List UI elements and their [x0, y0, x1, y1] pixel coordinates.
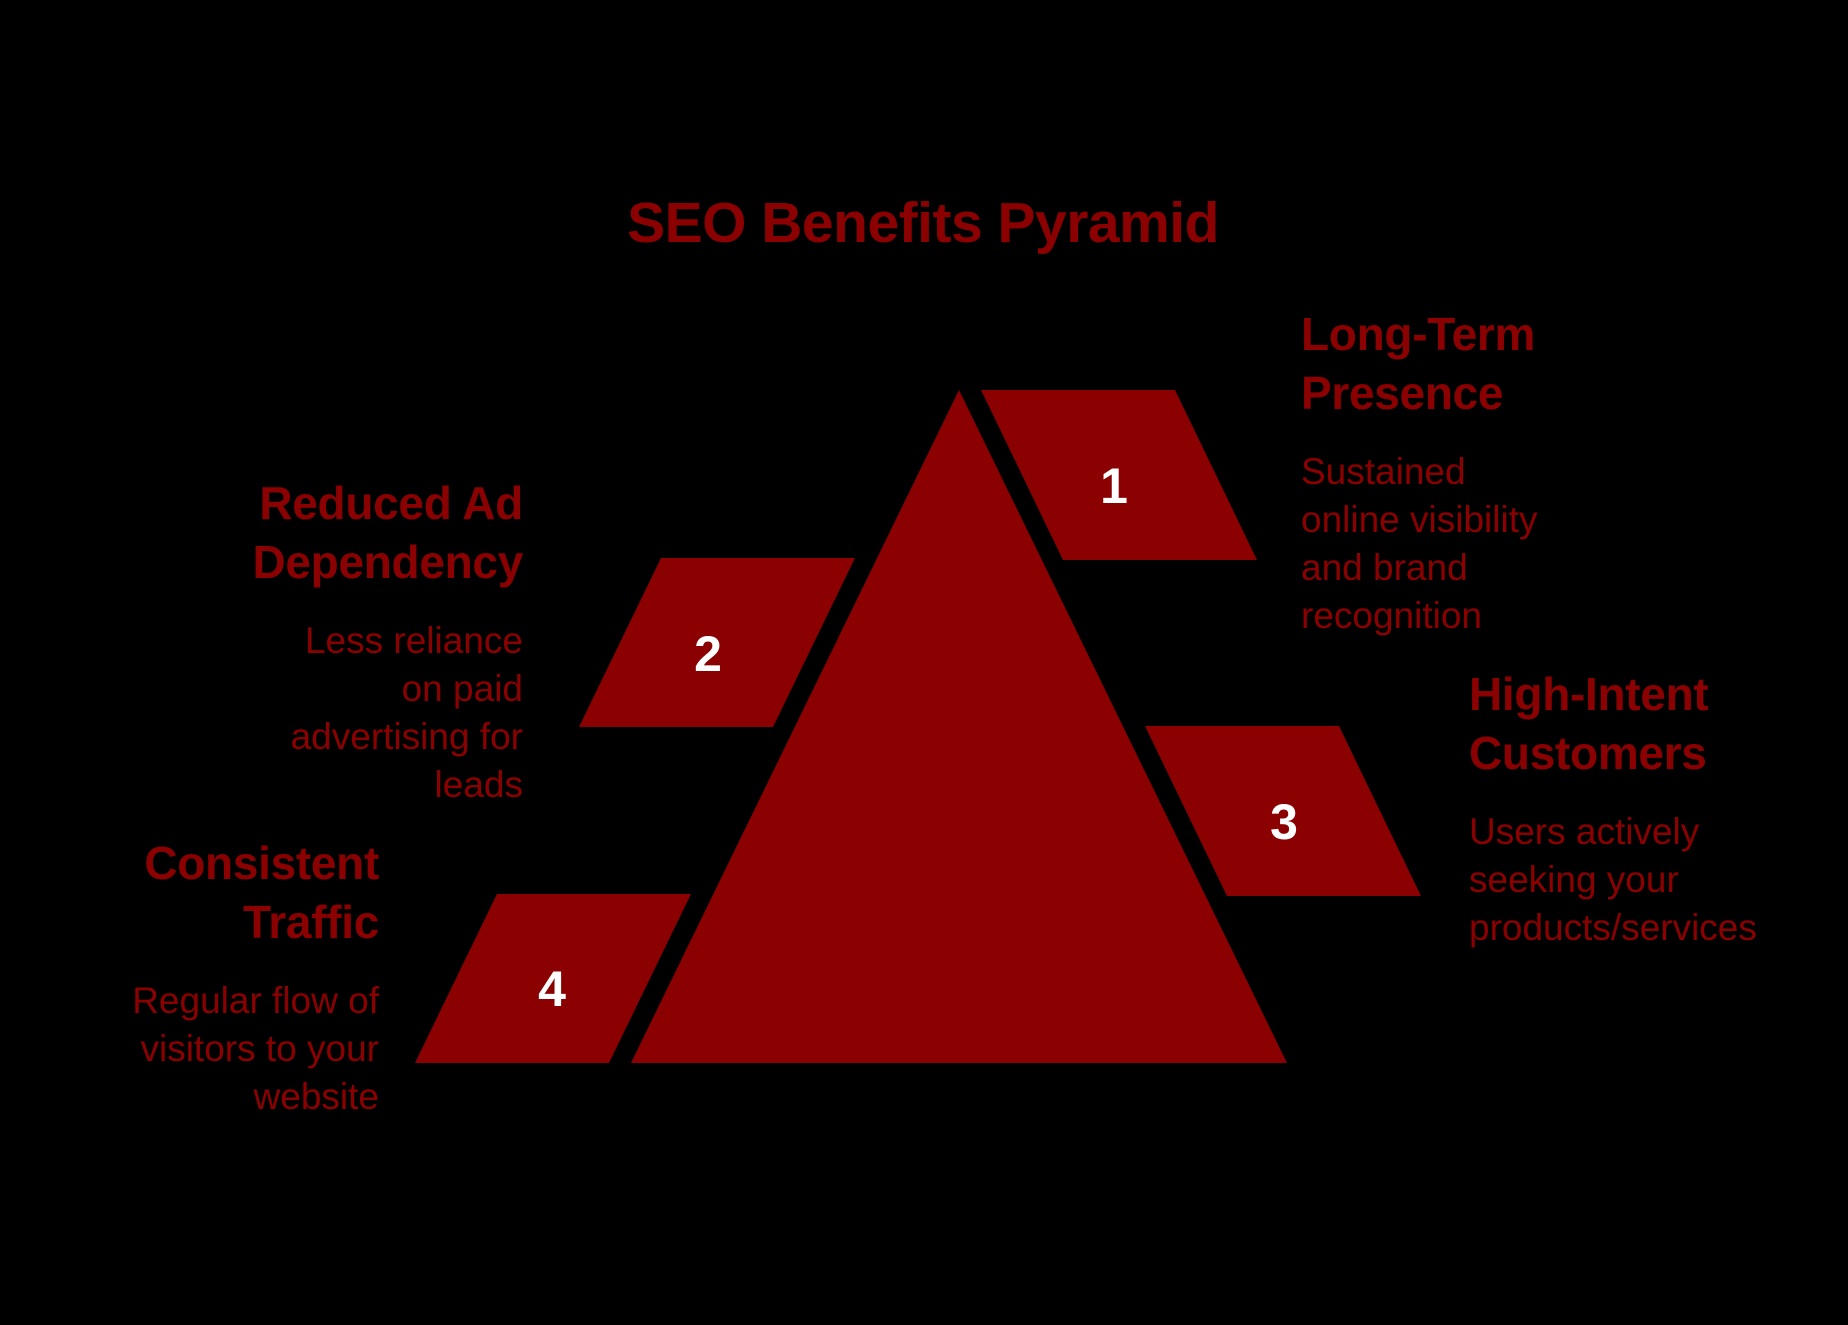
description-line: recognition	[1301, 595, 1483, 636]
benefit-heading: High-Intent Customers	[1469, 665, 1829, 783]
description-line: products/services	[1469, 907, 1757, 948]
benefit-consistent-traffic: Consistent Traffic Regular flow of visit…	[19, 834, 379, 1121]
description-line: leads	[434, 764, 523, 805]
description-line: online visibility	[1301, 499, 1538, 540]
description-line: website	[253, 1076, 379, 1117]
description-line: advertising for	[290, 716, 523, 757]
benefit-high-intent-customers: High-Intent Customers Users actively see…	[1469, 665, 1829, 952]
benefit-long-term-presence: Long-Term Presence Sustained online visi…	[1301, 305, 1661, 640]
step-2-number: 2	[694, 626, 722, 682]
description-line: on paid	[401, 668, 523, 709]
diagram-title: SEO Benefits Pyramid	[627, 191, 1219, 255]
benefit-description: Users actively seeking your products/ser…	[1469, 808, 1829, 952]
description-line: Sustained	[1301, 451, 1466, 492]
heading-line: Dependency	[252, 536, 523, 588]
step-3-number: 3	[1270, 794, 1298, 850]
description-line: and brand	[1301, 547, 1468, 588]
step-3-parallelogram	[1145, 726, 1421, 896]
description-line: Less reliance	[304, 620, 523, 661]
description-line: Regular flow of	[132, 980, 379, 1021]
heading-line: Presence	[1301, 367, 1504, 419]
pyramid-triangle	[631, 390, 1287, 1063]
benefit-heading: Long-Term Presence	[1301, 305, 1661, 423]
benefit-heading: Reduced Ad Dependency	[163, 474, 523, 592]
heading-line: Consistent	[144, 837, 379, 889]
step-4-number: 4	[538, 961, 566, 1017]
description-line: seeking your	[1469, 859, 1679, 900]
step-1-number: 1	[1100, 458, 1128, 514]
benefit-description: Regular flow of visitors to your website	[19, 977, 379, 1121]
benefit-description: Less reliance on paid advertising for le…	[163, 617, 523, 809]
step-1-parallelogram	[981, 390, 1257, 560]
benefit-description: Sustained online visibility and brand re…	[1301, 448, 1661, 640]
heading-line: Reduced Ad	[259, 477, 523, 529]
heading-line: High-Intent	[1469, 668, 1709, 720]
description-line: visitors to your	[140, 1028, 379, 1069]
benefit-heading: Consistent Traffic	[19, 834, 379, 952]
benefit-reduced-ad-dependency: Reduced Ad Dependency Less reliance on p…	[163, 474, 523, 809]
heading-line: Long-Term	[1301, 308, 1536, 360]
description-line: Users actively	[1469, 811, 1700, 852]
step-4-parallelogram	[415, 894, 691, 1063]
heading-line: Customers	[1469, 727, 1707, 779]
heading-line: Traffic	[243, 896, 379, 948]
step-2-parallelogram	[579, 558, 855, 727]
